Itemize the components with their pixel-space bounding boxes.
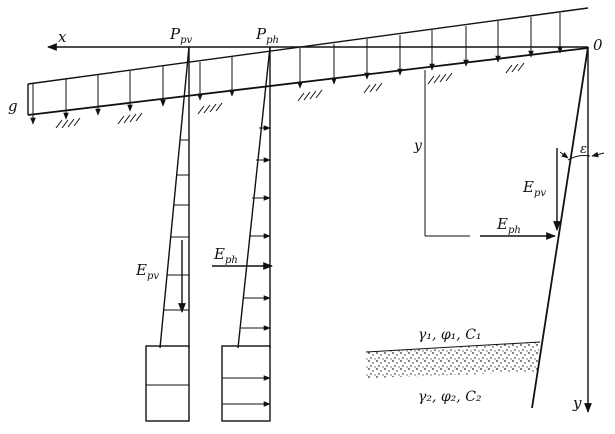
x-axis-label: x: [58, 28, 67, 46]
epsilon-label: ε: [580, 142, 587, 157]
epsilon-arrow-left: [559, 151, 569, 159]
ground-surface-line: [27, 47, 589, 116]
e-ph-left-label: Eph: [213, 245, 238, 266]
p-pv-diagram: [145, 46, 190, 422]
p-ph-label: Pph: [255, 25, 279, 46]
e-pv-left-label: Epv: [135, 261, 159, 282]
origin-label: 0: [593, 36, 603, 54]
e-ph-right-label: Eph: [496, 215, 521, 236]
distributed-load-arrows: [30, 13, 563, 125]
load-top-line: [27, 7, 589, 85]
y-axis-label: y: [572, 394, 582, 412]
g-label: g: [8, 97, 18, 115]
p-ph-diagram: [212, 46, 273, 422]
epsilon-arc: [567, 155, 591, 161]
wall-back-line: [531, 46, 589, 409]
inner-y-label: y: [413, 138, 423, 154]
p-pv-label: Ppv: [169, 25, 192, 46]
soil-layer2-label: γ₂, φ₂, C₂: [418, 389, 482, 405]
soil-layer1-label: γ₁, φ₁, C₁: [418, 327, 482, 343]
ground-hatching: [55, 62, 525, 129]
e-pv-right-label: Epv: [522, 178, 546, 199]
soil-boundary-top: [365, 341, 541, 353]
epsilon-arrow-right: [591, 151, 605, 158]
soil-boundary-band: [366, 342, 540, 378]
